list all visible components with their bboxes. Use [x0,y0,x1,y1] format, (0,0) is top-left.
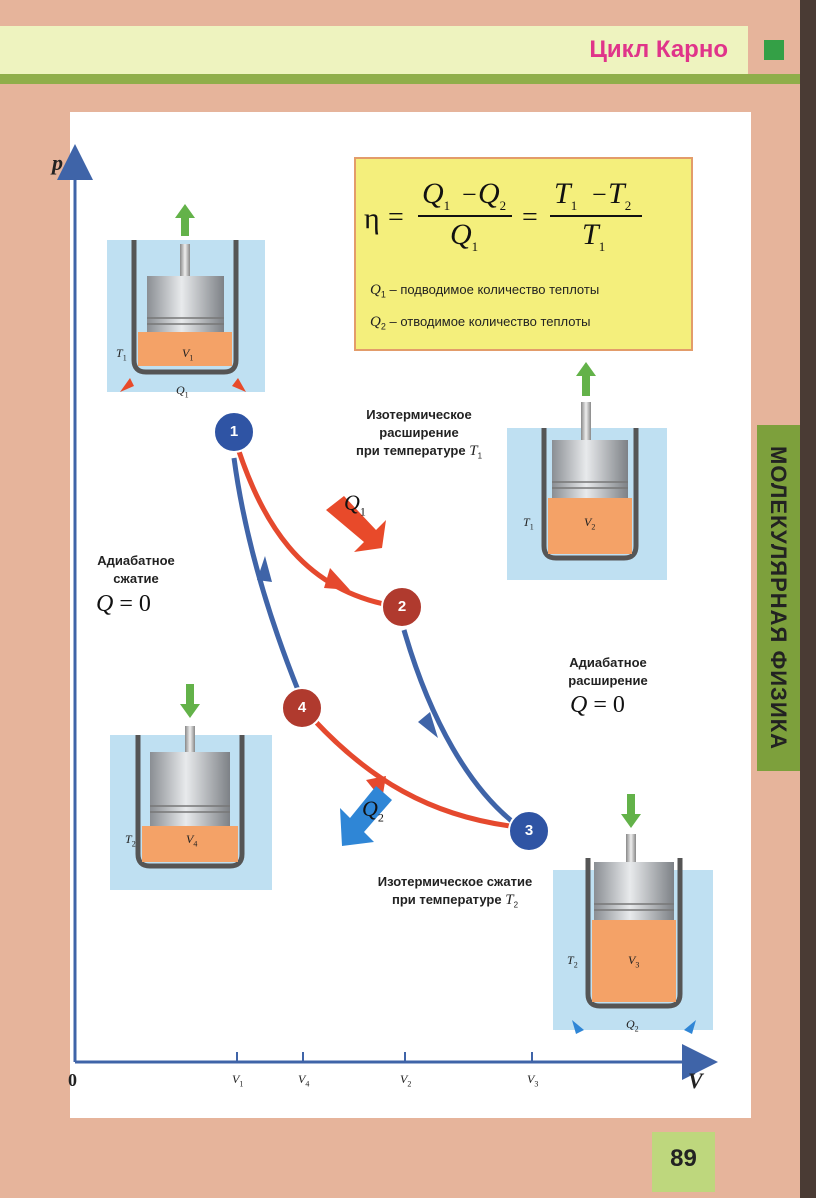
definition-q1: Q1 – подводимое количество теплоты [370,282,600,300]
node-3 [508,810,550,852]
y-axis-label: p [52,150,63,175]
tick-label-v1: V1 [232,1072,244,1089]
q-zero-compression: Q = 0 [96,591,151,617]
cylinder-4 [553,794,713,1034]
eta-symbol: η [364,202,380,235]
cylinder-3 [110,684,272,890]
cyl1-volume: V1 [182,346,194,363]
heat-label-q1: Q1 [344,490,366,519]
cylinder-2 [507,362,667,580]
node-2-label: 2 [397,598,407,615]
numerator-q2: Q2 [478,177,507,213]
denominator-t1: T1 [582,218,606,254]
page-number: 89 [670,1145,697,1172]
arrow-4-1 [257,556,272,582]
isotherm-1-2 [231,435,395,609]
label-isothermal-expansion: Изотермическое расширение при температур… [355,407,483,461]
fraction-bar-2 [550,215,642,217]
label-isothermal-compression: Изотермическое сжатие при температуре T2 [377,874,533,910]
x-axis-label: V [688,1068,703,1093]
definition-q2: Q2 – отводимое количество теплоты [370,314,591,332]
arrow-2-3 [418,712,438,738]
page-number-box [652,1132,715,1192]
arrow-1-2 [324,568,350,590]
numerator-minus-2: − [592,180,607,209]
denominator-q1: Q1 [450,218,479,254]
header-bar [0,26,748,74]
page-title: Цикл Карно [589,36,728,63]
isotherm-3-4 [312,718,511,829]
cyl2-volume: V2 [584,515,596,532]
cyl1-heat: Q1 [176,383,189,400]
tick-label-v2: V2 [400,1072,412,1089]
axes [57,144,718,1080]
q-zero-expansion: Q = 0 [570,692,625,718]
page-edge-strip [800,0,816,1198]
cyl3-volume: V4 [186,832,198,849]
numerator-t1: T1 [554,177,578,213]
equals-sign-2: = [522,202,538,233]
node-1 [213,411,255,453]
cyl4-heat: Q2 [626,1017,639,1034]
numerator-t2: T2 [608,177,632,213]
node-2 [381,586,423,628]
node-1-label: 1 [229,423,239,440]
numerator-minus-1: − [462,180,477,209]
label-adiabatic-expansion: Адиабатное расширение [568,655,648,688]
cyl1-temp: T1 [116,346,127,363]
fraction-bar-1 [418,215,512,217]
equals-sign-1: = [388,202,404,233]
cyl2-temp: T1 [523,515,534,532]
efficiency-formula [354,157,693,351]
tick-label-v4: V4 [298,1072,310,1089]
header-underline [0,74,800,84]
heat-arrow-q2 [340,786,392,846]
heat-label-q2: Q2 [362,796,384,825]
node-3-label: 3 [524,822,534,839]
node-4 [281,687,323,729]
cyl4-volume: V3 [628,953,640,970]
header-marker [764,40,784,60]
tick-label-v3: V3 [527,1072,539,1089]
cyl4-temp: T2 [567,953,578,970]
numerator-q1: Q1 [422,177,451,213]
label-adiabatic-compression: Адиабатное сжатие [97,553,175,586]
section-tab [757,425,800,771]
origin-label: 0 [68,1070,77,1090]
state-nodes [213,411,550,852]
cyl3-temp: T2 [125,832,136,849]
node-4-label: 4 [297,699,307,716]
adiabat-2-3 [401,629,520,828]
heat-arrow-q1 [326,496,386,552]
cycle-curves [231,435,520,829]
cylinder-1 [107,204,265,392]
